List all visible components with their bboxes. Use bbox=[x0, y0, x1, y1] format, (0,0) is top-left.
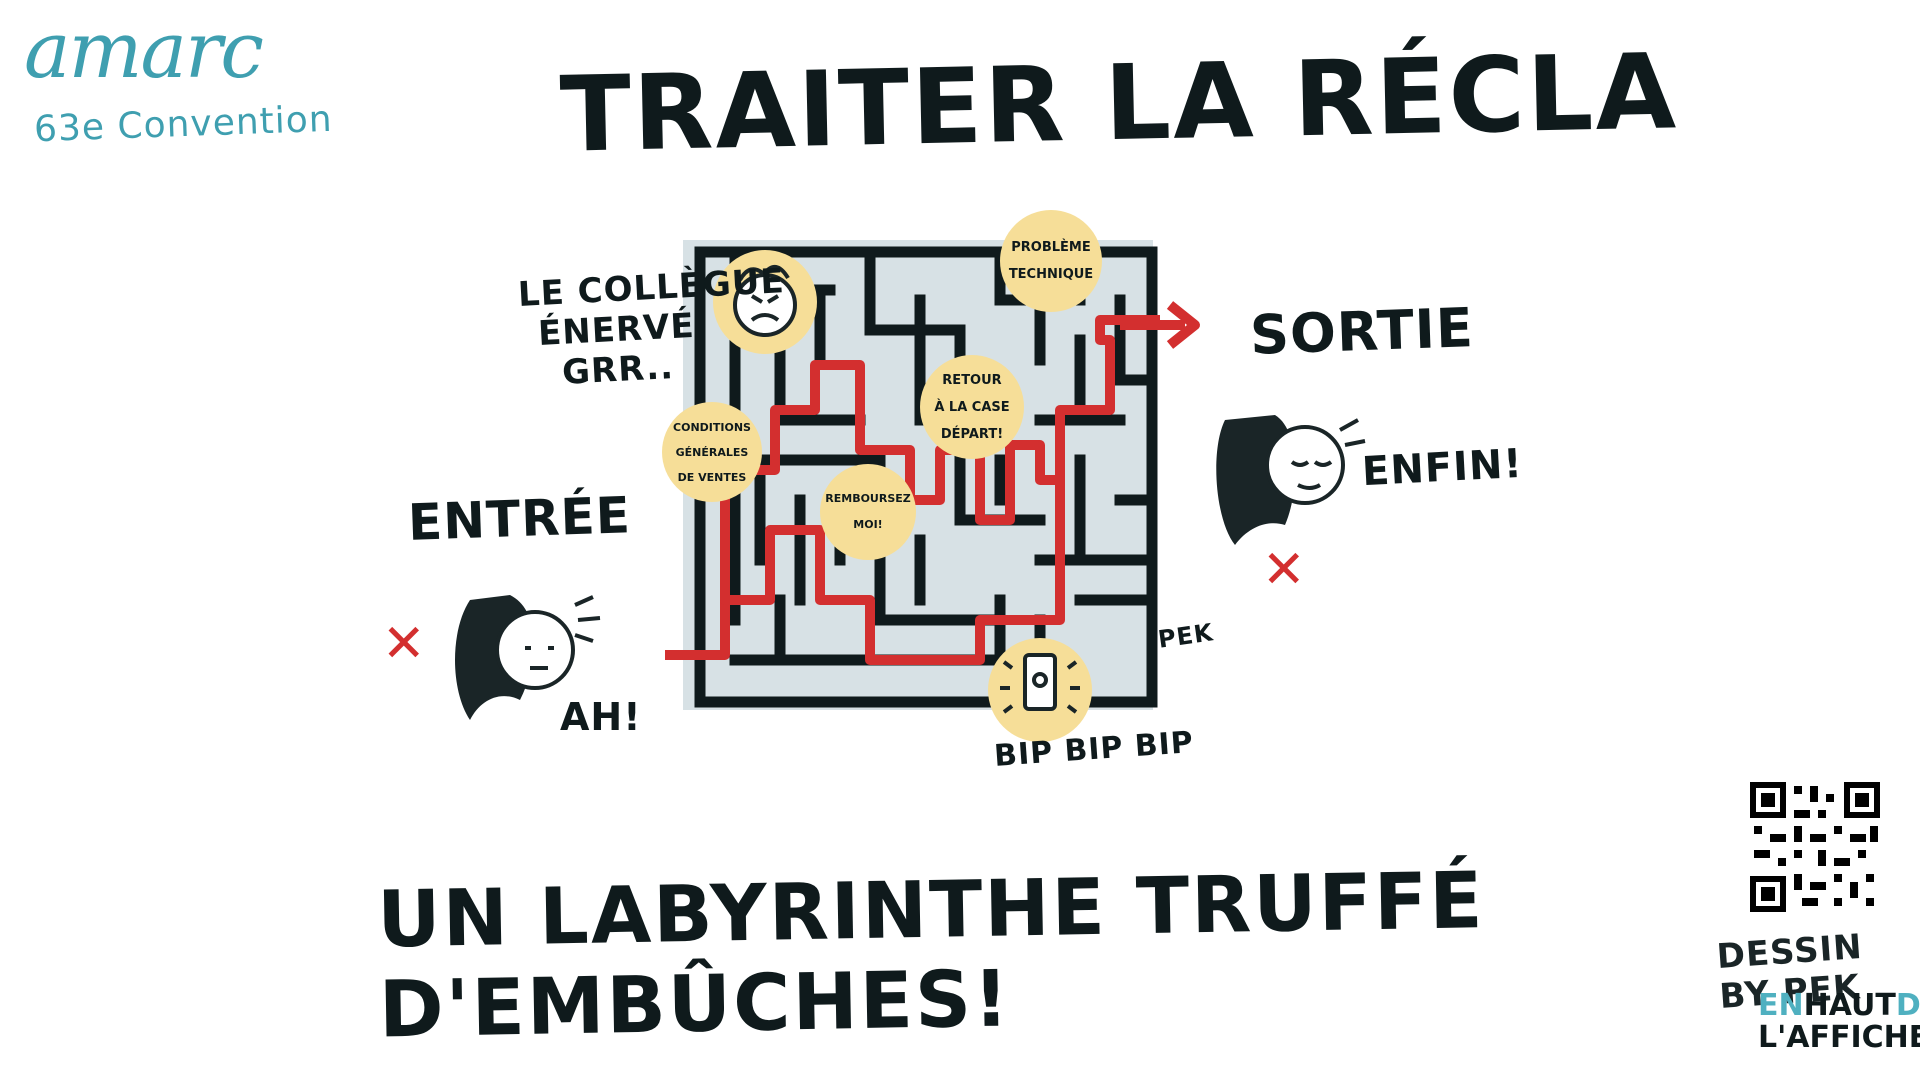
person-icon-left bbox=[455, 595, 601, 720]
red-x-right: ✕ bbox=[1262, 540, 1306, 600]
label-sortie: SORTIE bbox=[1248, 296, 1475, 367]
bottom-title: UN LABYRINTHE TRUFFÉ D'EMBÛCHES! bbox=[376, 856, 1486, 1056]
qr-code-icon bbox=[1750, 782, 1880, 912]
label-entree: ENTRÉE bbox=[407, 486, 632, 552]
angry-face-icon bbox=[733, 265, 797, 337]
label-ah: AH! bbox=[560, 695, 642, 739]
brand-logo: ENHAUTDE L'AFFICHE bbox=[1758, 988, 1920, 1055]
label-collegue: LE COLLÈGUE ÉNERVÉ GRR.. bbox=[517, 261, 786, 393]
label-enfin: ENFIN! bbox=[1360, 440, 1524, 496]
logo-wordmark: amarc bbox=[24, 6, 264, 96]
maze-path-lower bbox=[720, 470, 1065, 665]
arrow-icon bbox=[1120, 301, 1200, 349]
phone-icon bbox=[1000, 653, 1080, 714]
person-icon-right bbox=[1216, 415, 1366, 545]
red-x-left: ✕ bbox=[382, 614, 426, 674]
